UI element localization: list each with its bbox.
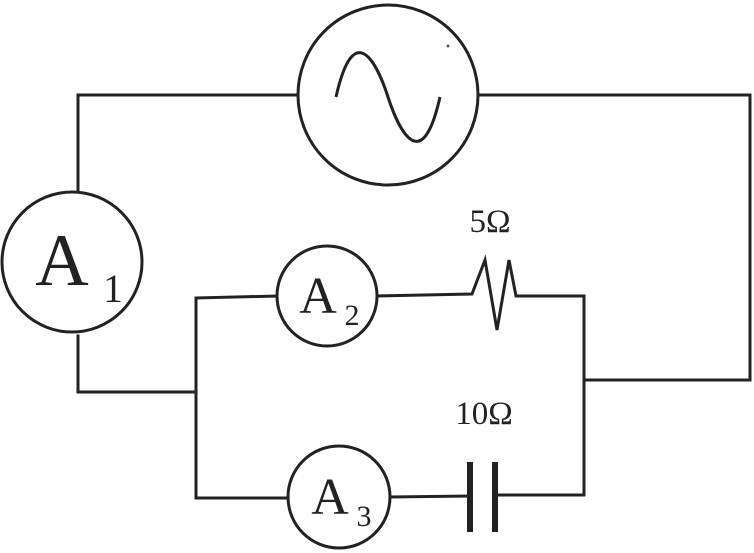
ac-source-icon [334, 51, 442, 143]
capacitor-label: 10Ω [455, 396, 513, 432]
capacitor [467, 462, 498, 532]
ammeter-a1-subscript: 1 [103, 266, 123, 311]
wire-top-right [476, 93, 752, 382]
resistor-label: 5Ω [469, 204, 510, 240]
wire-left-lower [76, 334, 198, 394]
ammeter-a3-symbol: A [311, 469, 349, 526]
ammeter-a2-symbol: A [299, 268, 337, 325]
ammeter-a1: A 1 [0, 190, 144, 334]
ammeter-a2-subscript: 2 [345, 299, 360, 332]
ammeter-a1-symbol: A [35, 220, 88, 302]
ammeter-a3-subscript: 3 [357, 500, 372, 533]
wire-branch-upper-left [194, 294, 279, 300]
ac-source [296, 3, 480, 187]
wire-branch-lower-mid [388, 494, 472, 499]
wire-branch-upper-right [375, 254, 586, 331]
ammeter-a3: A 3 [286, 444, 392, 550]
ammeter-a2: A 2 [275, 244, 379, 348]
wires [76, 93, 752, 500]
wire-top-left [76, 93, 300, 192]
